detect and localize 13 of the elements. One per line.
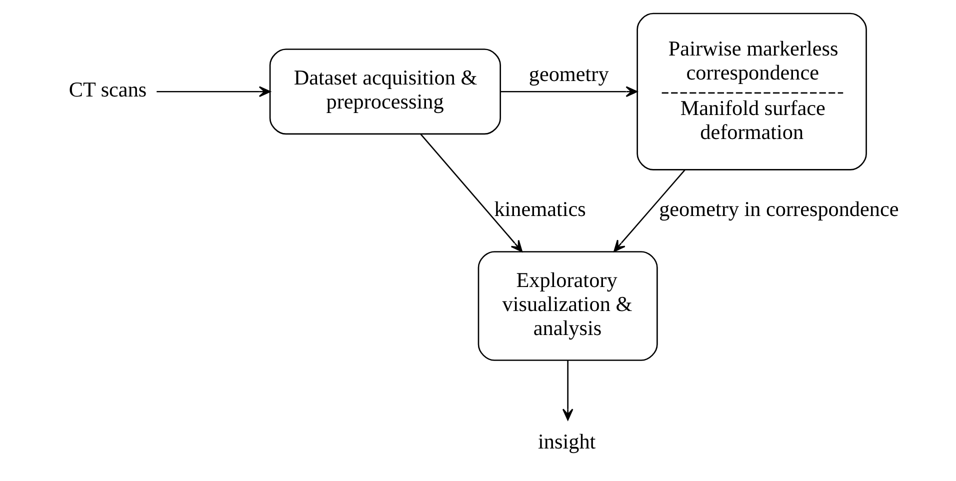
edge-label: kinematics bbox=[494, 196, 586, 221]
node-text: CT scans bbox=[68, 78, 146, 102]
node-box: Exploratory visualization & analysis bbox=[477, 251, 658, 361]
arrow bbox=[420, 134, 522, 252]
node-box: Pairwise markerless correspondence Manifold surface deformation bbox=[636, 12, 866, 170]
arrow bbox=[500, 86, 638, 98]
node-text: insight bbox=[538, 430, 596, 454]
arrow bbox=[562, 360, 573, 420]
node-box: Dataset acquisition & preprocessing bbox=[268, 48, 500, 135]
arrow bbox=[156, 86, 270, 98]
edge-label: geometry bbox=[528, 62, 608, 86]
arrow bbox=[613, 170, 685, 252]
edge-label: geometry in correspondence bbox=[658, 196, 898, 221]
